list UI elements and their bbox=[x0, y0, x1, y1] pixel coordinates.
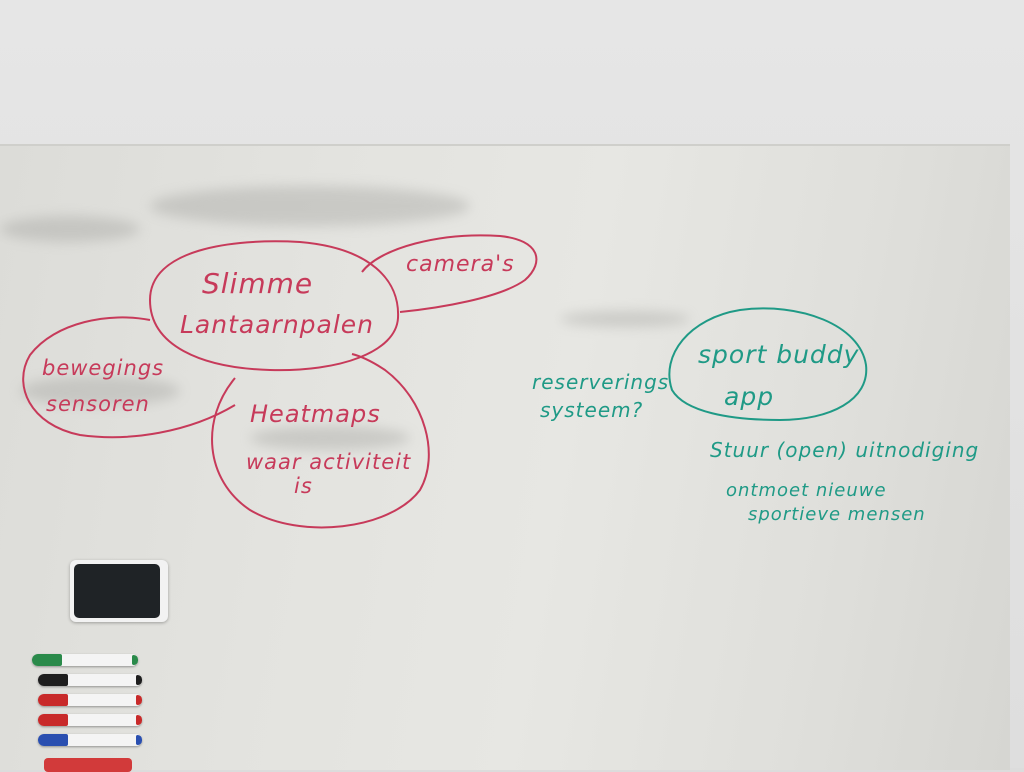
sensor-screen bbox=[74, 564, 160, 618]
erased-smudge bbox=[0, 216, 140, 242]
note-sportieve-mensen: sportieve mensen bbox=[748, 504, 926, 525]
whiteboard bbox=[0, 144, 1010, 770]
erased-smudge bbox=[20, 376, 180, 406]
erased-smudge bbox=[250, 426, 410, 450]
marker-end bbox=[132, 655, 138, 665]
note-waar-activiteit: waar activiteit bbox=[246, 450, 412, 474]
note-sport-buddy: sport buddy bbox=[698, 340, 860, 369]
note-sensoren: sensoren bbox=[46, 392, 150, 416]
note-is: is bbox=[294, 474, 313, 498]
note-stuur-uitnodiging: Stuur (open) uitnodiging bbox=[710, 438, 980, 462]
marker-cap bbox=[38, 674, 68, 686]
note-cameras: camera's bbox=[406, 252, 515, 277]
note-systeem: systeem? bbox=[540, 398, 644, 422]
marker-black[interactable] bbox=[38, 674, 142, 686]
wall-sensor-device bbox=[70, 560, 168, 622]
erased-smudge bbox=[150, 186, 470, 226]
note-slimme: Slimme bbox=[202, 267, 314, 300]
marker-end bbox=[136, 735, 142, 745]
marker-green[interactable] bbox=[32, 654, 138, 666]
note-ontmoet-nieuwe: ontmoet nieuwe bbox=[726, 480, 887, 501]
whiteboard-eraser[interactable] bbox=[44, 758, 132, 772]
marker-cap bbox=[38, 734, 68, 746]
circle-cameras bbox=[361, 234, 538, 313]
circle-bewegingssensoren bbox=[22, 316, 236, 439]
circle-slimme-lantaarnpalen bbox=[148, 240, 400, 372]
marker-end bbox=[136, 715, 142, 725]
marker-tray bbox=[28, 648, 148, 768]
circle-heatmaps bbox=[211, 353, 430, 529]
marker-blue[interactable] bbox=[38, 734, 142, 746]
marker-cap bbox=[32, 654, 62, 666]
note-heatmaps: Heatmaps bbox=[250, 400, 381, 428]
note-app: app bbox=[724, 382, 775, 411]
note-bewegings: bewegings bbox=[42, 356, 165, 380]
marker-end bbox=[136, 675, 142, 685]
marker-cap bbox=[38, 694, 68, 706]
circle-sport-buddy bbox=[668, 307, 868, 422]
erased-smudge bbox=[560, 311, 690, 327]
marker-red[interactable] bbox=[38, 694, 142, 706]
marker-cap bbox=[38, 714, 68, 726]
marker-red[interactable] bbox=[38, 714, 142, 726]
marker-end bbox=[136, 695, 142, 705]
note-reserverings: reserverings bbox=[532, 370, 670, 394]
note-lantaarnpalen: Lantaarnpalen bbox=[180, 310, 375, 339]
